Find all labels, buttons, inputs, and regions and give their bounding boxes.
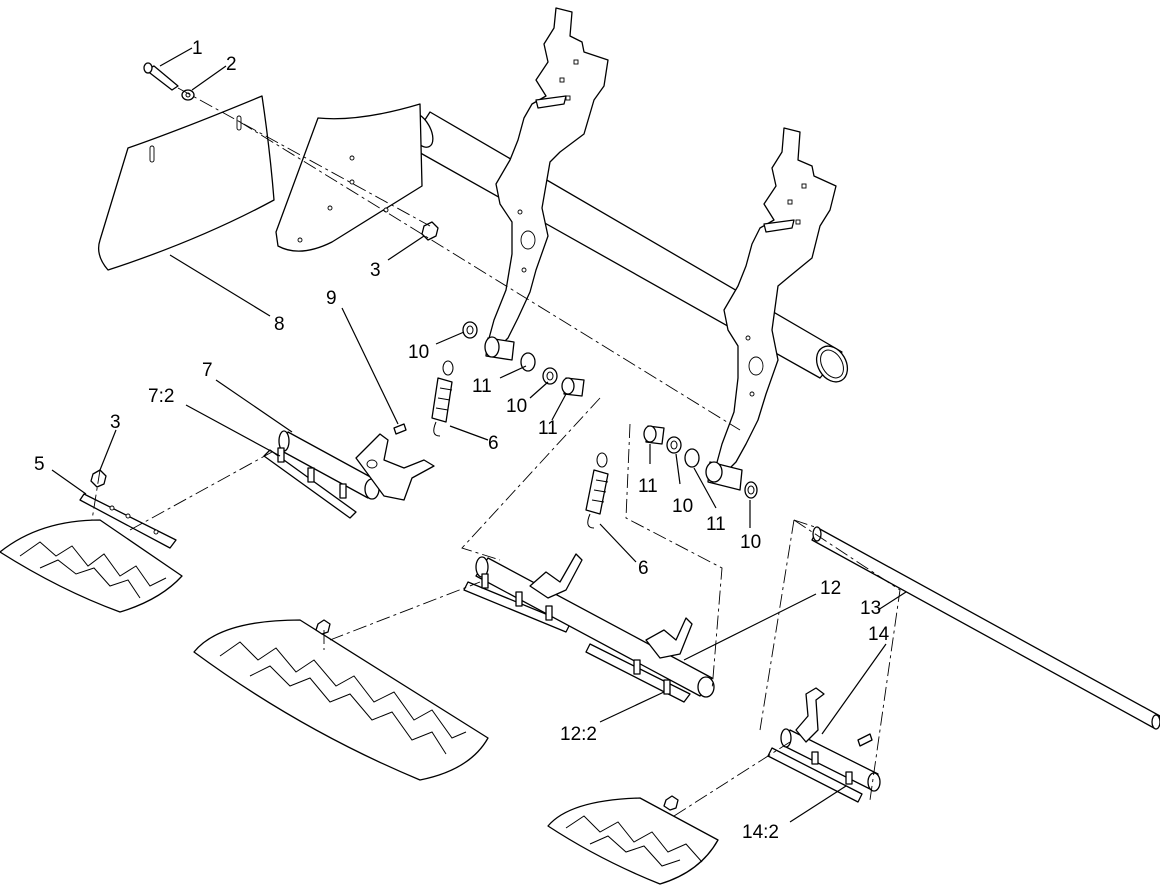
deflector-plate (97, 95, 275, 271)
callout-10-c: 10 (672, 496, 693, 517)
callout-14-2: 14:2 (742, 822, 779, 843)
rod (811, 526, 1160, 730)
center-skid-plate (193, 619, 489, 781)
bolt (143, 62, 179, 91)
callout-7: 7 (202, 360, 213, 381)
leader-lines (51, 47, 907, 823)
callout-7-2: 7:2 (148, 386, 174, 407)
bracket-strip (79, 493, 177, 549)
right-bushing-stack (643, 425, 758, 499)
left-pivot-assembly (263, 423, 435, 519)
center-pivot-assembly (463, 553, 715, 703)
callout-12-2: 12:2 (560, 724, 597, 745)
callout-labels: 1 2 3 8 9 10 11 10 11 6 7 7:2 3 5 11 10 … (34, 38, 890, 843)
left-skid-plate (0, 519, 183, 613)
callout-10-d: 10 (740, 532, 761, 553)
callout-3-lower: 3 (110, 412, 121, 433)
callout-9: 9 (326, 288, 337, 309)
right-pivot-assembly (767, 687, 881, 803)
assembly-lines (91, 87, 901, 817)
left-frame-plate (275, 103, 423, 252)
spring-left (431, 360, 454, 437)
washer (181, 89, 195, 101)
callout-1: 1 (192, 38, 203, 59)
callout-11-c: 11 (638, 476, 658, 497)
callout-8: 8 (274, 314, 285, 335)
left-lift-arm (487, 7, 609, 351)
callout-10-b: 10 (506, 396, 527, 417)
callout-13: 13 (860, 598, 881, 619)
callout-10-a: 10 (408, 342, 429, 363)
right-skid-plate (547, 795, 719, 885)
callout-14: 14 (868, 624, 890, 645)
callout-6-right: 6 (638, 558, 649, 579)
callout-11-b: 11 (538, 418, 558, 439)
callout-11-d: 11 (706, 514, 726, 535)
nut-upper (421, 221, 439, 241)
callout-12: 12 (820, 578, 841, 599)
right-lift-arm (715, 127, 837, 475)
callout-3-upper: 3 (370, 260, 381, 281)
callout-6-left: 6 (488, 433, 499, 454)
callout-11-a: 11 (472, 376, 492, 397)
callout-2: 2 (226, 54, 237, 75)
callout-5: 5 (34, 454, 45, 475)
spring-right (585, 452, 609, 529)
